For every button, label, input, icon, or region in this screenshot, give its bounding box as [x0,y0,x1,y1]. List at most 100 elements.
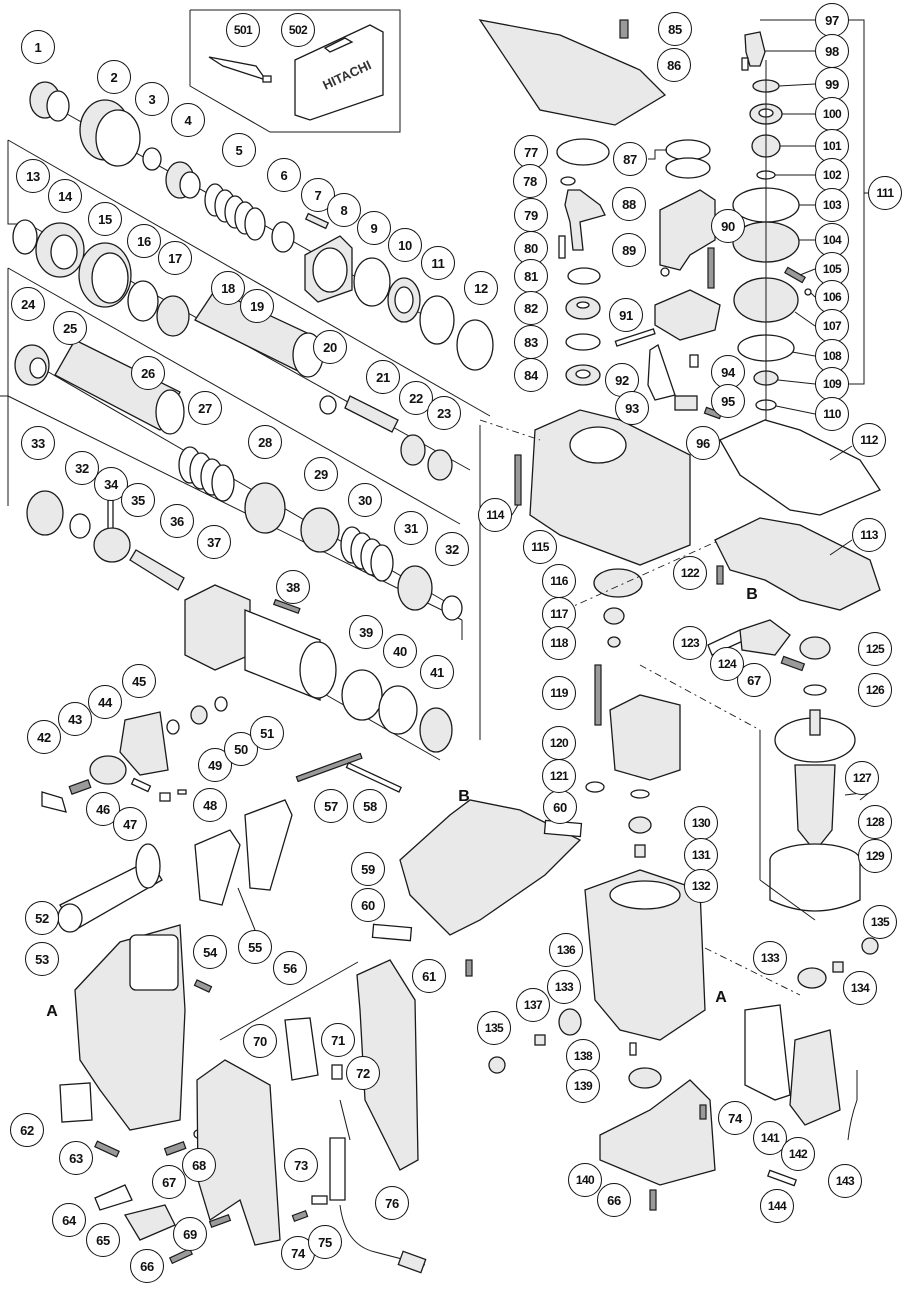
part-69-screw [208,1213,232,1229]
part-54-screw [193,979,213,993]
part-21-striker [344,395,399,433]
callout-32: 32 [435,532,469,566]
part-502-carrying-case: HITACHI [294,24,384,121]
part-127-fan [774,709,856,763]
group-frame-2-top [7,267,461,525]
callout-104: 104 [815,223,849,257]
callout-100: 100 [815,97,849,131]
callout-59: 59 [351,852,385,886]
callout-95: 95 [711,384,745,418]
part-47-block [159,792,171,802]
callout-102: 102 [815,158,849,192]
part-52-side-handle [57,843,163,933]
part-5-spring [204,183,266,241]
callout-38: 38 [276,570,310,604]
callout-75: 75 [308,1225,342,1259]
accessory-box-frame [189,9,401,133]
callout-58: 58 [353,789,387,823]
part-8-flange [304,235,353,303]
part-4-cap [165,161,201,199]
callout-25: 25 [53,311,87,345]
callout-60: 60 [351,888,385,922]
callout-73: 73 [284,1148,318,1182]
part-73-cord-guard [329,1137,346,1201]
callout-35: 35 [121,483,155,517]
part-94-pin [689,354,699,368]
callout-101: 101 [815,129,849,163]
callout-27: 27 [188,391,222,425]
part-16-ring [127,280,159,322]
callout-135: 135 [863,905,897,939]
part-134-brush [832,961,844,973]
part-136-motor-housing [584,869,706,1041]
part-128-armature [794,764,836,846]
part-80-pin [558,235,566,259]
callout-120: 120 [542,726,576,760]
callout-17: 17 [158,241,192,275]
part-60-label-a [371,923,413,942]
part-17-washer [156,295,190,337]
part-133-brush-cap-a [797,967,827,989]
part-87-oring-a [665,139,711,161]
callout-72: 72 [346,1056,380,1090]
callout-129: 129 [858,839,892,873]
part-32-ring-b [441,595,463,621]
part-39-oring [341,669,383,721]
part-41-gear [419,707,453,753]
part-56-handle [196,1059,281,1246]
part-86-cover [478,19,667,126]
part-26-tool-holder [54,339,185,435]
part-116-gear [593,568,643,598]
part-62-label [59,1082,93,1123]
part-15-seal [78,242,132,308]
part-139-ring [628,1067,662,1089]
leader-55 [237,887,256,931]
part-135-cap-a [861,937,879,955]
callout-137: 137 [516,988,550,1022]
leader-114 [511,504,519,516]
part-51-washer [214,696,228,712]
part-74-screw-a [291,1210,309,1222]
callout-66: 66 [130,1249,164,1283]
part-136-bore [609,880,681,910]
callout-93: 93 [615,391,649,425]
part-91-switch-block [654,289,721,341]
group-frame-3-top [7,395,463,621]
part-40-oring [378,685,418,735]
ref-line-b [564,539,721,611]
part-90-bolt [707,247,715,289]
callout-80: 80 [514,231,548,265]
callout-5: 5 [222,133,256,167]
part-144-pin [766,1169,798,1187]
callout-68: 68 [182,1148,216,1182]
callout-133: 133 [547,970,581,1004]
part-132-bush [634,844,646,858]
callout-53: 53 [25,942,59,976]
part-33-gear-sleeve [26,490,64,536]
callout-88: 88 [612,187,646,221]
part-84-seal [565,364,601,386]
callout-16: 16 [127,224,161,258]
callout-89: 89 [612,233,646,267]
callout-118: 118 [542,626,576,660]
part-27-spring [178,446,235,502]
part-70-switch [284,1017,319,1081]
ref-line-case [479,419,541,441]
part-30-spring [340,526,394,582]
part-20-oring [319,395,337,415]
callout-77: 77 [514,135,548,169]
callout-51: 51 [250,716,284,750]
callout-78: 78 [513,164,547,198]
callout-26: 26 [131,356,165,390]
callout-87: 87 [613,142,647,176]
callout-122: 122 [673,556,707,590]
callout-65: 65 [86,1223,120,1257]
callout-133: 133 [753,941,787,975]
callout-106: 106 [815,280,849,314]
callout-69: 69 [173,1217,207,1251]
callout-143: 143 [828,1164,862,1198]
callout-91: 91 [609,298,643,332]
callout-3: 3 [135,82,169,116]
callout-8: 8 [327,193,361,227]
